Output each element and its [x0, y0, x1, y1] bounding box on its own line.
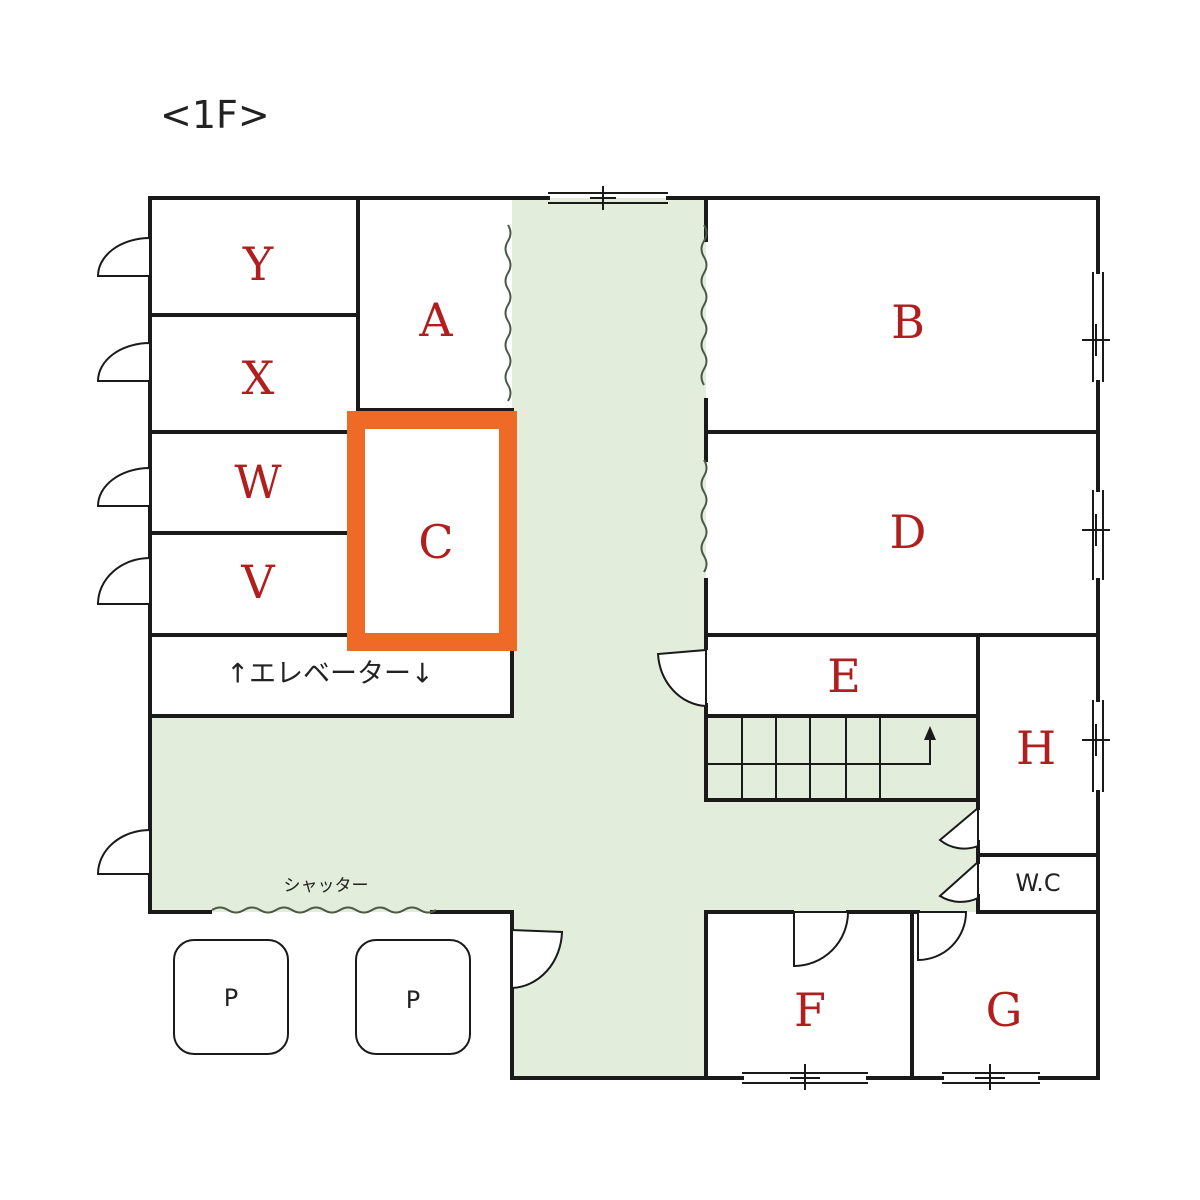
room-label-b: B [891, 295, 925, 349]
room-label-e: E [827, 649, 861, 703]
room-label-w: W [234, 455, 282, 509]
room-label-d: D [890, 505, 927, 559]
door-y [96, 236, 151, 277]
parking-space-2 [355, 939, 471, 1055]
floor-title: <1F> [160, 93, 270, 137]
stair-arrow-icon [924, 726, 936, 740]
room-label-a: A [418, 293, 453, 347]
door-w [96, 466, 151, 507]
door-e [656, 648, 707, 708]
room-label-h: H [1016, 721, 1056, 775]
wc-label: W.C [1015, 869, 1060, 897]
parking-label-1: P [224, 984, 238, 1012]
room-label-g: G [986, 983, 1023, 1037]
door-v [96, 556, 151, 605]
door-f [793, 911, 850, 968]
parking-label-2: P [406, 986, 420, 1014]
doors [96, 236, 979, 990]
parking-space-1 [173, 939, 289, 1055]
room-label-y: Y [242, 237, 274, 291]
room-label-f: F [794, 983, 826, 1037]
door-wc [938, 859, 979, 903]
door-hall-right [511, 928, 564, 990]
curtain-partitions [211, 224, 708, 914]
room-label-v: V [240, 555, 275, 609]
elevator-label: ↑エレベーター↓ [226, 659, 433, 690]
window-marks [548, 186, 1110, 1090]
corridor-area [150, 198, 978, 1078]
room-c-highlight [347, 411, 517, 651]
door-x [96, 341, 151, 382]
shutter-label: シャッター [284, 876, 369, 896]
stair-area [706, 716, 978, 800]
door-left-entrance [96, 828, 151, 875]
stairs [706, 716, 936, 800]
room-label-x: X [242, 351, 275, 405]
room-label-c: C [418, 515, 453, 569]
door-h-side [938, 805, 979, 850]
door-g [917, 911, 968, 962]
